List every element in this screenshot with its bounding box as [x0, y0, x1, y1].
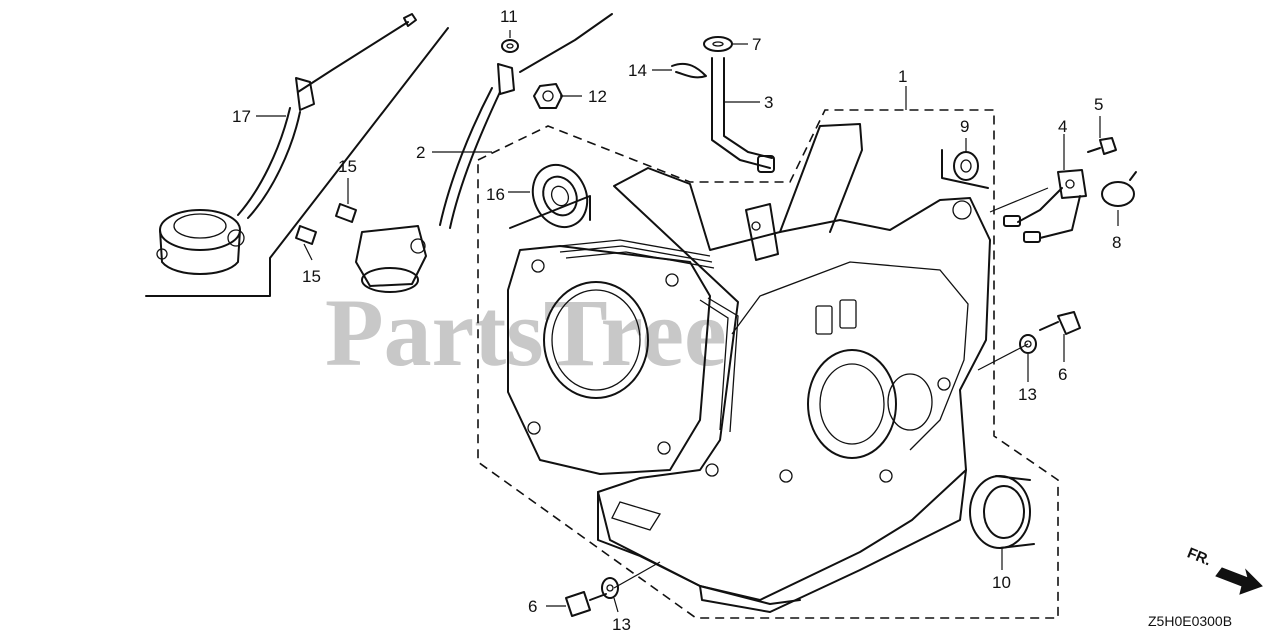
callout-14: 14	[628, 61, 647, 80]
front-label: FR.	[1185, 545, 1214, 570]
callout-6-upper: 6	[1058, 365, 1067, 384]
governor-cable	[439, 13, 613, 229]
callout-6-lower: 6	[528, 597, 537, 616]
callout-5: 5	[1094, 95, 1103, 114]
callout-9: 9	[960, 117, 969, 136]
solenoid-bracket	[295, 203, 427, 293]
clip-8	[1101, 171, 1137, 207]
oil-sensor-4	[1003, 169, 1087, 243]
callout-11: 11	[500, 7, 518, 26]
callout-15-upper: 15	[338, 157, 357, 176]
callout-16: 16	[486, 185, 505, 204]
callout-13-lower: 13	[612, 615, 631, 634]
washer-13-upper	[1019, 334, 1037, 354]
callout-17: 17	[232, 107, 251, 126]
oil-seal-10	[969, 475, 1035, 549]
bolt-6-upper	[1039, 311, 1081, 335]
callout-8: 8	[1112, 233, 1121, 252]
bolt-5	[1087, 137, 1117, 155]
washer-11	[501, 39, 519, 53]
crankcase	[507, 123, 991, 613]
assembly-boundary	[477, 109, 1059, 619]
nut-12	[533, 83, 563, 109]
seal-9	[941, 149, 989, 189]
washer-7	[703, 36, 733, 52]
washer-13-lower	[601, 577, 619, 599]
cable-group-bracket	[145, 27, 449, 297]
callout-12: 12	[588, 87, 607, 106]
callout-13-upper: 13	[1018, 385, 1037, 404]
watermark-text: PartsTree	[325, 279, 727, 386]
callout-10: 10	[992, 573, 1011, 592]
throttle-cable	[156, 13, 417, 275]
callout-3: 3	[764, 93, 773, 112]
clip-14	[671, 62, 707, 79]
callout-7: 7	[752, 35, 761, 54]
governor-arm	[711, 57, 775, 173]
bearing-16	[509, 163, 591, 229]
front-arrow	[1215, 567, 1263, 595]
callout-2: 2	[416, 143, 425, 162]
callout-1: 1	[898, 67, 907, 86]
leader-lines	[256, 30, 1119, 613]
callout-4: 4	[1058, 117, 1067, 136]
callout-15-lower: 15	[302, 267, 321, 286]
bolt-6-lower	[565, 591, 607, 617]
diagram-code: Z5H0E0300B	[1148, 613, 1232, 629]
